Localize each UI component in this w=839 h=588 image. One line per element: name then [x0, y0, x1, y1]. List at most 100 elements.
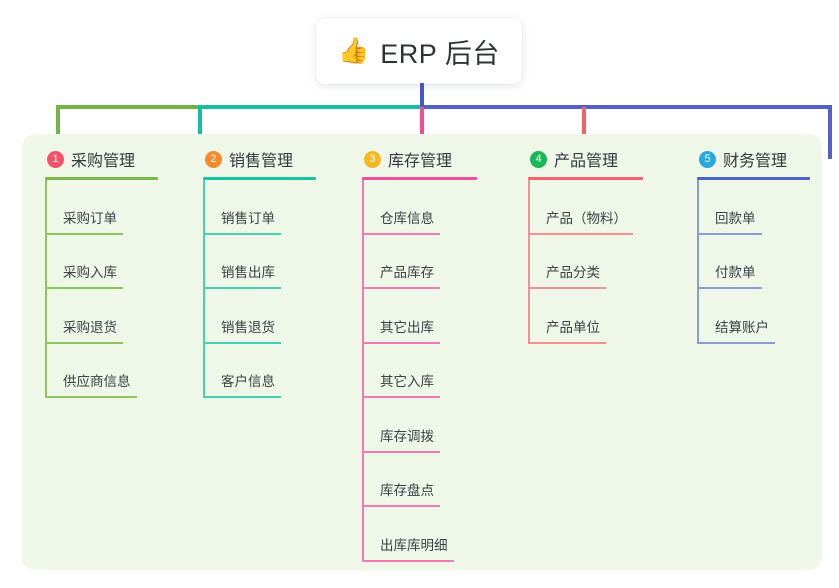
branch-item-underline: [362, 396, 440, 398]
branch-column-4: 4 产品管理产品（物料） 产品分类产品单位: [528, 146, 678, 344]
branch-item-underline: [362, 341, 440, 344]
branch-item[interactable]: 仓库信息: [362, 180, 512, 235]
branch-item-underline: [362, 559, 454, 562]
branch-header-underline: [362, 177, 477, 180]
branch-item-label: 库存调拨: [380, 428, 434, 444]
branch-item-label: 仓库信息: [380, 210, 434, 226]
branch-item-label: 库存盘点: [380, 483, 434, 498]
branch-item-underline: [45, 287, 123, 289]
branch-item-underline: [203, 287, 281, 289]
branch-item[interactable]: 回款单: [697, 180, 839, 235]
root-node-erp-backend[interactable]: 👍 ERP 后台: [316, 18, 522, 84]
branch-item[interactable]: 产品（物料）: [528, 180, 678, 235]
branch-item[interactable]: 销售退货: [203, 289, 353, 344]
branch-item-underline: [362, 287, 440, 289]
branch-item[interactable]: 产品单位: [528, 289, 678, 344]
branch-item-underline: [697, 232, 762, 235]
branch-item-label: 采购订单: [63, 210, 117, 226]
branch-header-label: 财务管理: [723, 153, 788, 170]
branch-item[interactable]: 结算账户: [697, 289, 839, 344]
branch-item-underline: [203, 232, 281, 235]
branch-header-5[interactable]: 5 财务管理: [697, 146, 839, 172]
branch-header-underline: [203, 177, 316, 180]
connector-drop-5: [828, 107, 832, 159]
branch-item-label: 出库库明细: [380, 537, 448, 553]
branch-item-underline: [528, 232, 633, 235]
branch-item[interactable]: 销售出库: [203, 235, 353, 289]
branch-body: 采购订单采购入库采购退货供应商信息: [45, 180, 195, 398]
connector-root-stem: [420, 83, 424, 107]
branch-number-badge: 2: [205, 150, 222, 168]
branch-header-label: 采购管理: [71, 153, 136, 170]
branch-item-label: 产品（物料）: [546, 210, 627, 226]
branch-item-underline: [697, 341, 775, 344]
branch-item-underline: [362, 505, 440, 507]
branch-item[interactable]: 采购退货: [45, 289, 195, 344]
connector-bus-left: [56, 105, 200, 109]
branches-panel: [22, 134, 822, 570]
branch-header-underline: [45, 177, 158, 180]
branch-item-label: 采购入库: [63, 265, 117, 280]
branch-body: 产品（物料） 产品分类产品单位: [528, 180, 678, 344]
thumbs-up-icon: 👍: [338, 36, 370, 65]
branch-header-3[interactable]: 3 库存管理: [362, 146, 512, 172]
connector-drop-3: [420, 107, 424, 159]
branch-body: 仓库信息产品库存其它出库其它入库库存调拨库存盘点出库库明细: [362, 180, 512, 562]
branch-number-badge: 4: [530, 150, 547, 168]
branch-item[interactable]: 付款单: [697, 235, 839, 289]
branch-item[interactable]: 库存盘点: [362, 453, 512, 507]
branch-spine: [528, 180, 530, 344]
branch-item-underline: [528, 287, 606, 289]
branch-number-badge: 3: [364, 150, 381, 168]
branch-header-1[interactable]: 1 采购管理: [45, 146, 195, 172]
branch-header-underline: [528, 177, 643, 180]
branch-item-label: 产品单位: [546, 319, 600, 335]
branch-header-underline: [697, 177, 810, 180]
branch-item-label: 采购退货: [63, 319, 117, 335]
branch-item-underline: [697, 287, 762, 289]
branch-item-underline: [45, 341, 123, 344]
branch-column-3: 3 库存管理仓库信息产品库存其它出库其它入库库存调拨库存盘点出库库明细: [362, 146, 512, 562]
branch-header-label: 产品管理: [554, 153, 619, 170]
branch-item[interactable]: 销售订单: [203, 180, 353, 235]
branch-item-underline: [362, 450, 440, 453]
branch-header-4[interactable]: 4 产品管理: [528, 146, 678, 172]
branch-item[interactable]: 客户信息: [203, 344, 353, 398]
branch-item-label: 结算账户: [715, 319, 769, 335]
branch-item-underline: [203, 396, 281, 398]
branch-item[interactable]: 产品分类: [528, 235, 678, 289]
branch-item-label: 销售退货: [221, 319, 275, 335]
branch-column-1: 1 采购管理采购订单采购入库采购退货供应商信息: [45, 146, 195, 398]
branch-item[interactable]: 其它出库: [362, 289, 512, 344]
branch-item[interactable]: 产品库存: [362, 235, 512, 289]
branch-item-underline: [45, 396, 137, 398]
connector-bus-middle: [198, 105, 444, 109]
branch-item[interactable]: 采购入库: [45, 235, 195, 289]
branch-item-label: 产品库存: [380, 265, 434, 280]
branch-column-5: 5 财务管理回款单付款单结算账户: [697, 146, 839, 344]
connector-drop-2: [198, 107, 202, 159]
connector-drop-4: [582, 107, 586, 159]
branch-header-label: 销售管理: [229, 153, 294, 170]
branch-item[interactable]: 供应商信息: [45, 344, 195, 398]
root-node-label: ERP 后台: [380, 38, 500, 69]
branch-item-label: 其它出库: [380, 319, 434, 335]
branch-spine: [203, 180, 205, 398]
branch-item-label: 销售订单: [221, 210, 275, 226]
branch-header-2[interactable]: 2 销售管理: [203, 146, 353, 172]
connector-bus-right: [420, 105, 832, 109]
branch-item[interactable]: 库存调拨: [362, 398, 512, 453]
branch-number-badge: 1: [47, 150, 64, 168]
branch-item-underline: [45, 232, 123, 235]
branch-item-label: 其它入库: [380, 374, 434, 389]
branch-item[interactable]: 采购订单: [45, 180, 195, 235]
branch-item[interactable]: 出库库明细: [362, 507, 512, 562]
branch-spine: [697, 180, 699, 344]
branch-body: 回款单付款单结算账户: [697, 180, 839, 344]
branch-number-badge: 5: [699, 150, 716, 168]
branch-header-label: 库存管理: [388, 153, 453, 170]
branch-item[interactable]: 其它入库: [362, 344, 512, 398]
branch-item-label: 销售出库: [221, 265, 275, 280]
branch-spine: [362, 180, 364, 562]
